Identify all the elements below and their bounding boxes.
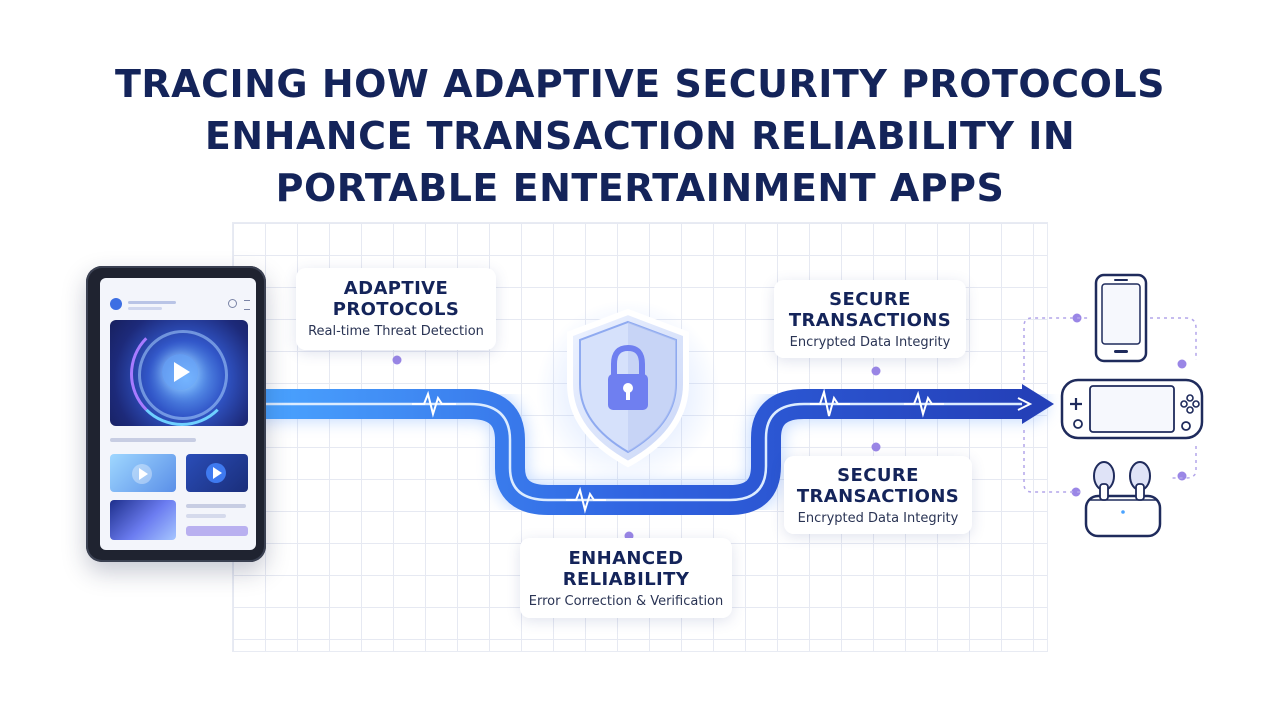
pulse-wave-2 [566, 486, 606, 514]
video-thumbnail-1 [110, 454, 176, 492]
card-adaptive-protocols: ADAPTIVE PROTOCOLS Real-time Threat Dete… [296, 268, 496, 350]
connector-dot [1071, 487, 1081, 497]
card-secure-transactions-top: SECURE TRANSACTIONS Encrypted Data Integ… [774, 280, 966, 358]
pulse-wave-3 [810, 388, 850, 417]
smartphone-icon [1094, 273, 1148, 363]
title-line-1: TRACING HOW ADAPTIVE SECURITY PROTOCOLS [114, 62, 1165, 106]
video-thumbnail-2 [186, 454, 248, 492]
card-heading: SECURE TRANSACTIONS [784, 465, 972, 507]
menu-icon [244, 300, 250, 310]
connector-dot [1072, 313, 1082, 323]
app-header-line [128, 301, 176, 304]
search-icon [228, 299, 237, 308]
card-heading-line: TRANSACTIONS [788, 310, 952, 331]
device-connector [1150, 317, 1197, 360]
card-heading-line: TRANSACTIONS [796, 486, 960, 507]
content-button-bar [186, 526, 248, 536]
card-heading-line: PROTOCOLS [332, 299, 460, 320]
device-connector [1023, 430, 1084, 493]
flow-arrow-head [1022, 384, 1054, 424]
tablet-screen [100, 278, 256, 550]
card-heading: ADAPTIVE PROTOCOLS [296, 278, 496, 320]
hero-play-icon [162, 354, 198, 390]
device-connector [1170, 446, 1197, 479]
pulse-wave-4 [904, 390, 944, 418]
content-line [186, 514, 226, 518]
card-subtext: Encrypted Data Integrity [797, 511, 959, 526]
card-subtext: Error Correction & Verification [528, 594, 724, 609]
card-subtext: Encrypted Data Integrity [789, 335, 951, 350]
card-heading: ENHANCED RELIABILITY [520, 548, 732, 590]
video-thumbnail-3 [110, 500, 176, 540]
flow-arrow-tip [1017, 397, 1033, 411]
app-header-line [128, 307, 162, 310]
card-heading-line: RELIABILITY [562, 569, 690, 590]
tablet-icon [86, 266, 266, 562]
connector-dot [392, 355, 402, 365]
connector-dot [871, 366, 881, 376]
connector-dot [1177, 359, 1187, 369]
connector-dot [1177, 471, 1187, 481]
card-enhanced-reliability: ENHANCED RELIABILITY Error Correction & … [520, 538, 732, 618]
app-logo-icon [110, 298, 122, 310]
card-heading-line: ADAPTIVE [343, 278, 449, 299]
card-heading-line: ENHANCED [568, 548, 684, 569]
app-header-bar [110, 298, 250, 312]
title-line-3: PORTABLE ENTERTAINMENT APPS [275, 166, 1005, 210]
device-connector [1023, 317, 1090, 380]
hero-video-thumbnail [110, 320, 248, 426]
card-subtext: Real-time Threat Detection [308, 324, 484, 339]
handheld-console-icon [1060, 378, 1204, 440]
content-line [186, 504, 246, 508]
page-title: TRACING HOW ADAPTIVE SECURITY PROTOCOLS … [0, 58, 1280, 214]
card-heading-line: SECURE [837, 465, 919, 486]
connector-dot [871, 442, 881, 452]
flow-inner-line [262, 402, 1024, 502]
hero-ring-accent [130, 322, 234, 426]
shield-lock-icon [567, 308, 689, 468]
card-heading: SECURE TRANSACTIONS [774, 289, 966, 331]
title-line-2: ENHANCE TRANSACTION RELIABILITY IN [204, 114, 1076, 158]
card-heading-line: SECURE [829, 289, 911, 310]
card-secure-transactions-bottom: SECURE TRANSACTIONS Encrypted Data Integ… [784, 456, 972, 534]
pulse-wave-1 [412, 390, 456, 418]
earbuds-case-icon [1084, 461, 1162, 538]
content-line [110, 438, 196, 442]
